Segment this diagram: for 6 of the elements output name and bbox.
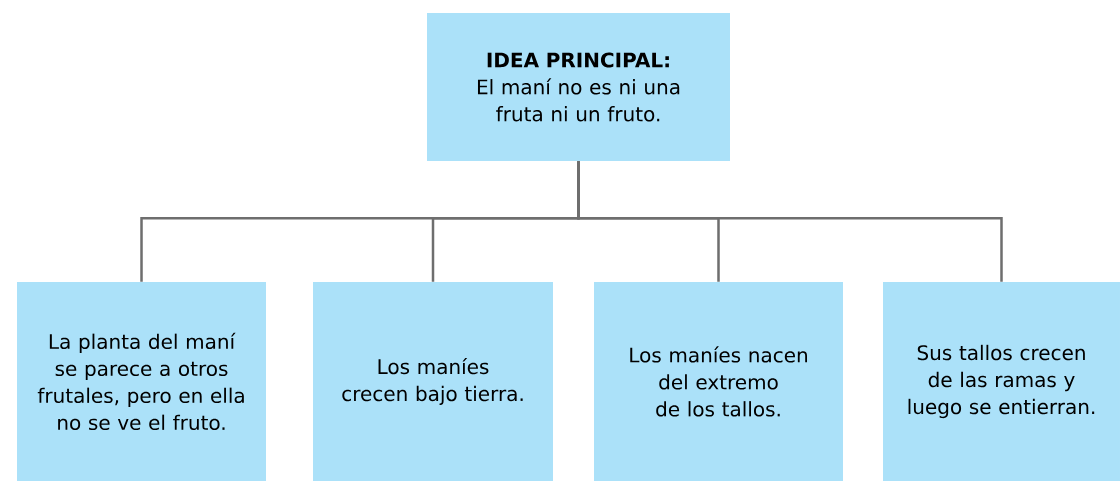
text-box: La planta del maní se parece a otros frutales, pero en ella no se ve el fruto. [17, 282, 266, 481]
connector-line [577, 161, 1003, 282]
text-box: Los maníes nacen del extremo de los tallos. [594, 282, 843, 481]
text-box: Los maníes crecen bajo tierra. [313, 282, 553, 481]
text-box: Sus tallos crecen de las ramas y luego se entierran. [883, 282, 1120, 481]
text-box: IDEA PRINCIPAL: El maní no es ni una fruta ni un fruto. [427, 13, 730, 161]
